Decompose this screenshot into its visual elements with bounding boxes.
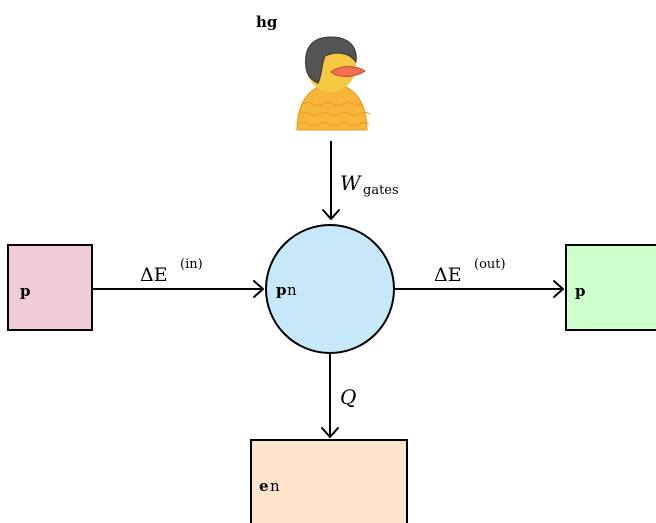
center-node-label: p <box>276 281 287 299</box>
q-symbol: Q <box>340 385 356 409</box>
bottom-node-label: e <box>259 477 269 495</box>
edge-out <box>395 280 564 298</box>
center-node: p n <box>265 224 395 354</box>
output-node-box <box>565 244 656 331</box>
in-symbol: ΔE <box>140 264 168 286</box>
in-superscript: (in) <box>180 257 203 272</box>
bottom-node-label-suffix: n <box>270 477 280 495</box>
center-node-label-suffix: n <box>287 281 297 299</box>
edge-out-label: ΔE (out) <box>434 257 506 286</box>
edge-in <box>92 280 264 298</box>
out-symbol: ΔE <box>434 264 462 286</box>
out-superscript: (out) <box>474 257 506 272</box>
input-node-box <box>7 244 93 331</box>
bottom-node-box <box>250 439 408 523</box>
input-node-label: p <box>20 282 31 300</box>
user-label: hg <box>256 13 278 31</box>
output-node: p <box>565 244 656 331</box>
edge-in-label: ΔE (in) <box>140 257 203 286</box>
input-node: p <box>7 244 93 331</box>
user-avatar-icon <box>296 36 371 131</box>
gates-subscript: gates <box>363 183 399 198</box>
output-node-label: p <box>575 282 586 300</box>
gates-symbol: W <box>340 171 362 195</box>
bottom-node: e n <box>250 439 408 523</box>
edge-q <box>321 353 339 438</box>
edge-gates-label: W gates <box>340 171 399 198</box>
edge-gates <box>322 141 340 220</box>
